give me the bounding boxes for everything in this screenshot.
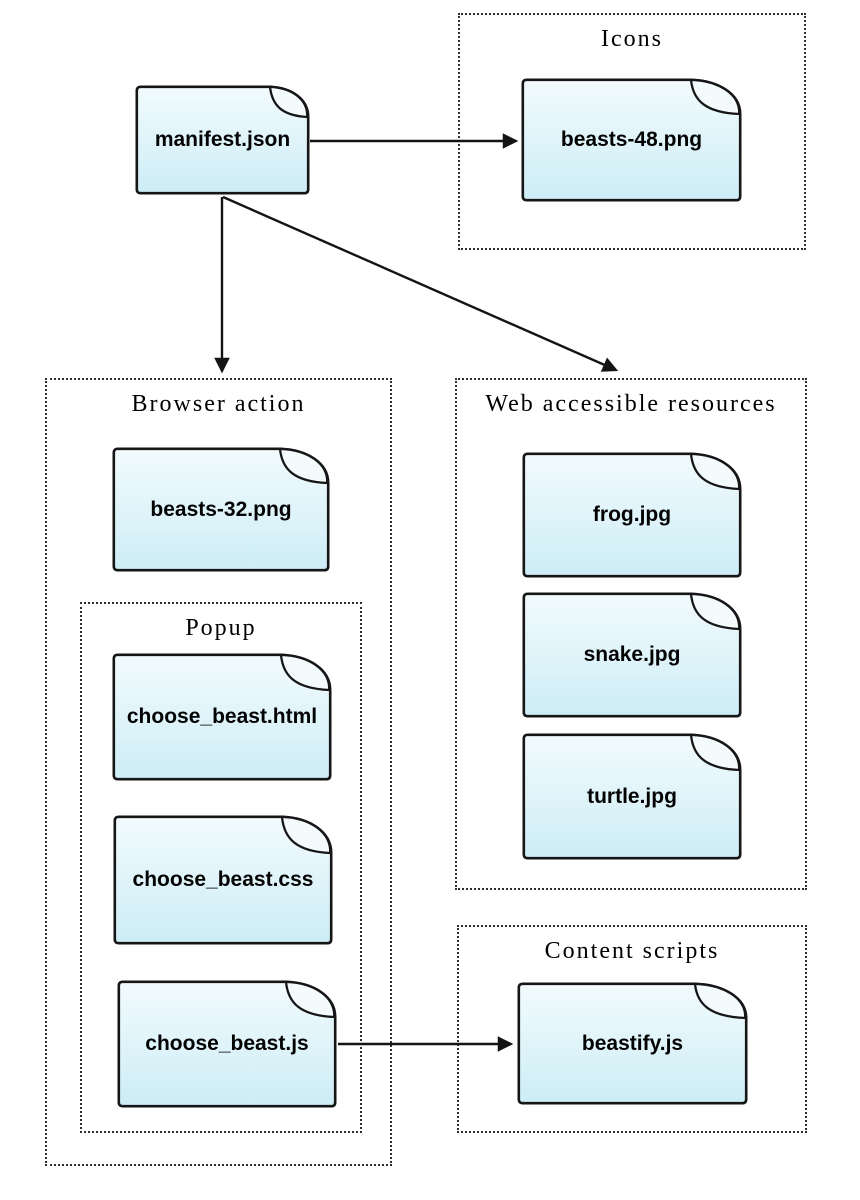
document-shape-icon [522, 452, 742, 578]
document-shape-icon [135, 85, 310, 195]
file-name-beasts-32-png: beasts-32.png [150, 497, 292, 521]
group-icons-label: Icons [601, 26, 663, 52]
file-name-snake-jpg: snake.jpg [583, 643, 681, 666]
group-content-scripts-label: Content scripts [544, 938, 720, 964]
group-browser-action-label: Browser action [131, 391, 306, 417]
file-node-beastify-js: beastify.js [517, 982, 748, 1105]
file-node-beasts-32-png: beasts-32.png [112, 447, 330, 572]
file-name-beastify-js: beastify.js [581, 1031, 684, 1055]
group-popup-label: Popup [185, 615, 257, 641]
file-name-beasts-48-png: beasts-48.png [560, 128, 703, 151]
file-name-frog-jpg: frog.jpg [592, 503, 672, 526]
group-web-accessible-resources-label: Web accessible resources [485, 391, 777, 417]
file-node-frog-jpg: frog.jpg [522, 452, 742, 578]
group-web-accessible-resources: Web accessible resources [455, 378, 807, 890]
document-shape-icon [522, 592, 742, 718]
file-name-choose-beast-js: choose_beast.js [145, 1032, 309, 1055]
document-shape-icon [112, 447, 330, 572]
group-popup: Popup [80, 602, 362, 1133]
document-shape-icon [117, 980, 337, 1108]
file-name-choose-beast-css: choose_beast.css [132, 868, 314, 891]
file-node-beasts-48-png: beasts-48.png [521, 78, 742, 202]
document-shape-icon [517, 982, 748, 1105]
file-name-choose-beast-html: choose_beast.html [126, 705, 318, 728]
file-node-snake-jpg: snake.jpg [522, 592, 742, 718]
file-name-turtle-jpg: turtle.jpg [587, 784, 677, 808]
file-node-choose-beast-html: choose_beast.html [112, 653, 332, 781]
group-icons: Icons [458, 13, 806, 250]
document-shape-icon [113, 815, 333, 945]
document-shape-icon [522, 733, 742, 860]
group-content-scripts: Content scripts [457, 925, 807, 1133]
file-name-manifest-json: manifest.json [154, 128, 291, 151]
group-browser-action: Browser action [45, 378, 392, 1166]
file-node-manifest-json: manifest.json [135, 85, 310, 195]
file-node-choose-beast-js: choose_beast.js [117, 980, 337, 1108]
document-shape-icon [112, 653, 332, 781]
file-node-turtle-jpg: turtle.jpg [522, 733, 742, 860]
file-node-choose-beast-css: choose_beast.css [113, 815, 333, 945]
document-shape-icon [521, 78, 742, 202]
